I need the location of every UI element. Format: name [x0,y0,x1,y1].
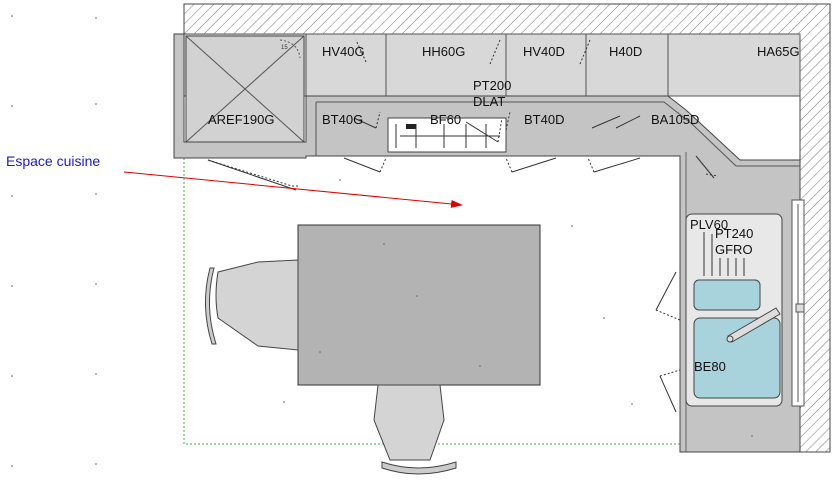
right-label-plv60: PLV60 [690,217,728,232]
annotation-arrow [123,171,463,208]
base-label-bf60: BF60 [430,112,461,127]
right-label-be80: BE80 [694,359,726,374]
base-label-bt40g: BT40G [322,112,363,127]
worktop-label-line1: PT200 [473,78,511,93]
annotation-label: Espace cuisine [6,153,100,169]
sink-basin-large [693,317,781,399]
upper-cabinet-dividers [305,34,669,96]
right-label-gfro: GFRO [715,242,753,257]
right-label-pt240: PT240 [715,226,753,241]
upper-label-hh60g: HH60G [422,44,465,59]
base-label-aref190g: AREF190G [208,112,274,127]
dish-rack-lines [703,232,745,276]
kitchen-zone-outline [183,158,680,445]
chair-bottom [373,384,457,475]
upper-label-h40d: H40D [609,44,642,59]
island-table [297,224,541,386]
base-counter [173,33,801,453]
sink-basin-small [693,279,761,311]
door-swings [207,39,719,413]
base-label-bt40d: BT40D [524,112,564,127]
window [791,199,805,407]
worktop-label-line2: DLAT [473,94,505,109]
upper-label-hv40d: HV40D [523,44,565,59]
chair-left [204,259,299,351]
island-dots [319,243,481,367]
upper-label-hv40g: HV40G [322,44,365,59]
door-angle-mark: 15 [281,45,288,51]
reference-dots [11,15,753,467]
upper-label-ha65g: HA65G [757,44,800,59]
base-label-ba105d: BA105D [651,112,699,127]
